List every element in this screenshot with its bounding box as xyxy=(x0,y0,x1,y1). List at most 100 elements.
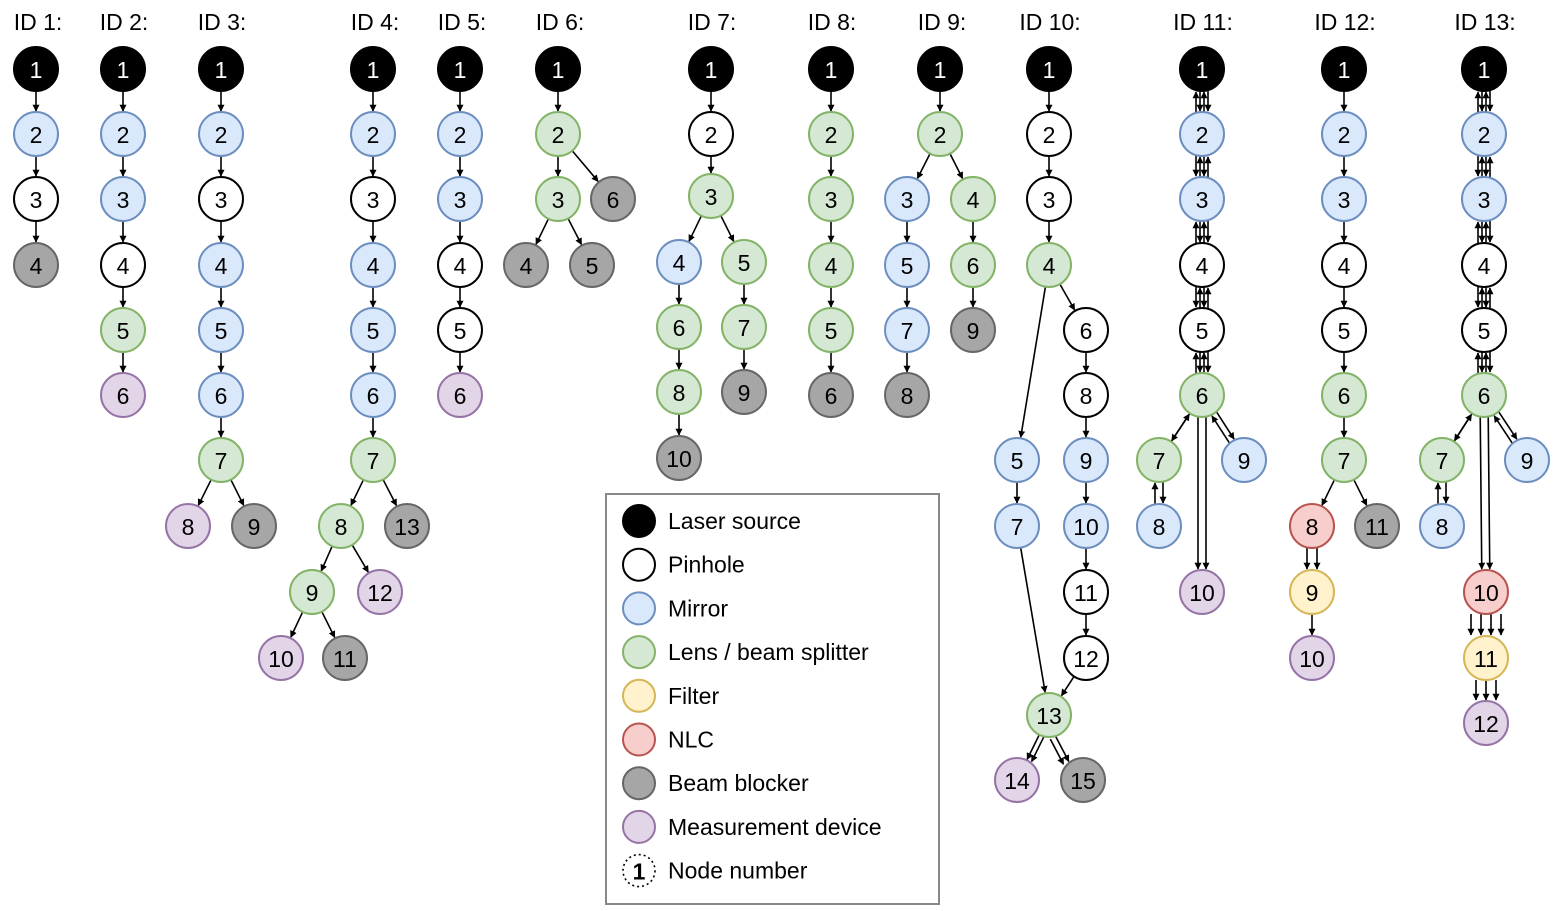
pinhole-node-circle xyxy=(13,176,59,222)
laser-node-circle xyxy=(198,46,244,92)
legend-label: Measurement device xyxy=(668,814,882,840)
node-8-lens: 8 xyxy=(318,503,364,549)
legend-label: Lens / beam splitter xyxy=(668,639,869,665)
graph-title: ID 5: xyxy=(438,9,487,35)
laser-node-circle xyxy=(1179,46,1225,92)
edges xyxy=(535,91,599,246)
node-number: 6 xyxy=(825,383,838,409)
node-number: 3 xyxy=(117,187,130,213)
laser-node-circle xyxy=(100,46,146,92)
edge-2-to-6 xyxy=(571,150,599,182)
node-5-mirror: 5 xyxy=(994,437,1040,483)
node-2-mirror: 2 xyxy=(350,111,396,157)
edge-3-to-4 xyxy=(535,218,550,245)
node-5-lens: 5 xyxy=(100,307,146,353)
node-8-pinhole: 8 xyxy=(1063,372,1109,418)
node-5-lens: 5 xyxy=(721,239,767,285)
edge-8-to-12 xyxy=(351,544,369,573)
pinhole-node-circle xyxy=(1063,307,1109,353)
node-1-laser: 1 xyxy=(535,46,581,92)
edge-7-to-8 xyxy=(197,479,212,507)
lens-node-circle xyxy=(289,569,335,615)
node-8-mirror: 8 xyxy=(1136,503,1182,549)
node-number: 8 xyxy=(901,383,914,409)
node-3-mirror: 3 xyxy=(884,176,930,222)
node-number: 4 xyxy=(1043,253,1056,279)
measure-node-circle xyxy=(258,635,304,681)
node-number: 5 xyxy=(738,250,751,276)
node-1-laser: 1 xyxy=(350,46,396,92)
edge-6-to-10 xyxy=(1486,416,1494,570)
blocker-node-circle xyxy=(569,242,615,288)
mirror-node-circle xyxy=(198,242,244,288)
legend-item-filter: Filter xyxy=(622,678,719,713)
node-1-laser: 1 xyxy=(1179,46,1225,92)
edge-7-to-13 xyxy=(1019,547,1048,694)
lens-node-circle xyxy=(721,304,767,350)
edge-9-to-11 xyxy=(321,611,336,639)
mirror-node-circle xyxy=(100,111,146,157)
node-7-mirror: 7 xyxy=(884,307,930,353)
pinhole-node-circle xyxy=(1321,242,1367,288)
node-4-blocker: 4 xyxy=(13,242,59,288)
node-7-lens: 7 xyxy=(721,304,767,350)
blocker-node-circle xyxy=(13,242,59,288)
node-number: 13 xyxy=(1036,703,1062,729)
node-number: 3 xyxy=(901,187,914,213)
node-number: 2 xyxy=(825,122,838,148)
measure-node-circle xyxy=(1179,569,1225,615)
pinhole-node-circle xyxy=(350,176,396,222)
lens-node-circle xyxy=(656,304,702,350)
edge-9-to-6 xyxy=(1493,415,1514,444)
node-number: 6 xyxy=(454,383,467,409)
node-10-measure: 10 xyxy=(1179,569,1225,615)
edges xyxy=(290,91,398,639)
legend-label: Pinhole xyxy=(668,552,745,578)
node-number: 10 xyxy=(1073,514,1099,540)
node-4-blocker: 4 xyxy=(503,242,549,288)
legend-item-pinhole: Pinhole xyxy=(622,547,745,582)
node-number: 4 xyxy=(367,253,380,279)
node-number: 1 xyxy=(705,57,718,83)
node-number: 2 xyxy=(215,122,228,148)
edge-13-to-14 xyxy=(1030,736,1045,763)
mirror-node-circle xyxy=(1321,111,1367,157)
node-number: 3 xyxy=(215,187,228,213)
node-number: 5 xyxy=(1478,318,1491,344)
node-number: 6 xyxy=(1080,318,1093,344)
node-number: 9 xyxy=(248,514,261,540)
lens-node-circle xyxy=(808,111,854,157)
node-9-blocker: 9 xyxy=(721,369,767,415)
node-7-lens: 7 xyxy=(1419,437,1465,483)
lens-node-circle xyxy=(1136,437,1182,483)
blocker-node-circle xyxy=(656,435,702,481)
node-number: 1 xyxy=(552,57,565,83)
mirror-node-circle xyxy=(198,372,244,418)
node-number: 1 xyxy=(367,57,380,83)
node-number: 1 xyxy=(215,57,228,83)
node-number: 7 xyxy=(1011,514,1024,540)
mirror-node-circle xyxy=(1504,437,1550,483)
edge-3-to-5 xyxy=(567,218,583,246)
legend-item-nlc: NLC xyxy=(622,722,714,757)
node-1-laser: 1 xyxy=(100,46,146,92)
node-number: 4 xyxy=(673,250,686,276)
node-2-lens: 2 xyxy=(535,111,581,157)
node-7-lens: 7 xyxy=(198,437,244,483)
lens-node-circle xyxy=(318,503,364,549)
node-1-laser: 1 xyxy=(198,46,244,92)
edge-3-to-5 xyxy=(720,215,735,243)
node-number: 6 xyxy=(673,315,686,341)
node-number: 9 xyxy=(1521,448,1534,474)
lens-node-circle xyxy=(656,369,702,415)
node-number: 3 xyxy=(454,187,467,213)
node-2-mirror: 2 xyxy=(13,111,59,157)
edges xyxy=(197,91,245,507)
blocker-node-circle xyxy=(950,307,996,353)
node-10-mirror: 10 xyxy=(1063,503,1109,549)
node-number: 4 xyxy=(1338,253,1351,279)
node-number: 6 xyxy=(1478,383,1491,409)
